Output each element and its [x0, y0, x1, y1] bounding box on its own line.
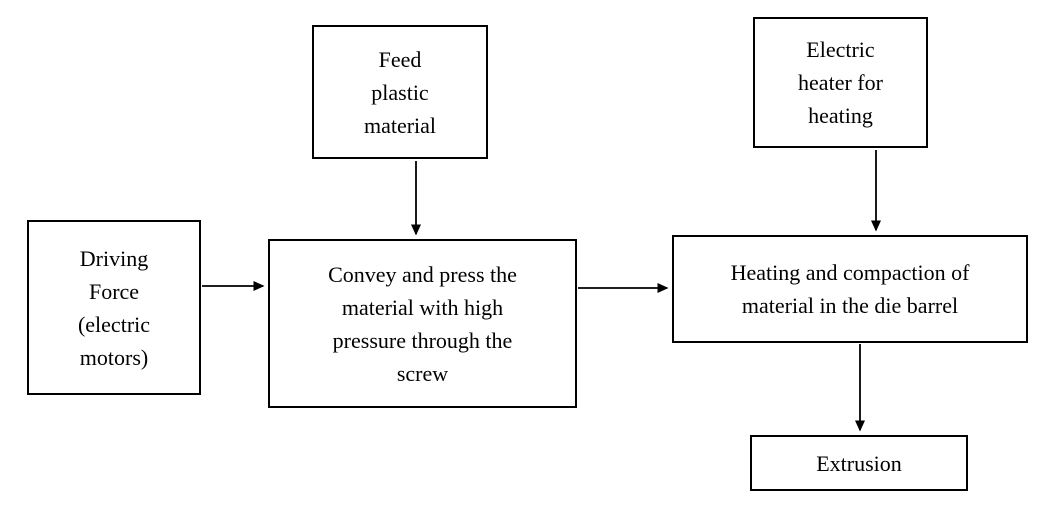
node-driving-force: Driving Force (electric motors) [27, 220, 201, 395]
node-feed-plastic-material: Feed plastic material [312, 25, 488, 159]
node-electric-heater: Electric heater for heating [753, 17, 928, 148]
node-extrusion: Extrusion [750, 435, 968, 491]
node-heating-and-compaction: Heating and compaction of material in th… [672, 235, 1028, 343]
node-convey-and-press: Convey and press the material with high … [268, 239, 577, 408]
